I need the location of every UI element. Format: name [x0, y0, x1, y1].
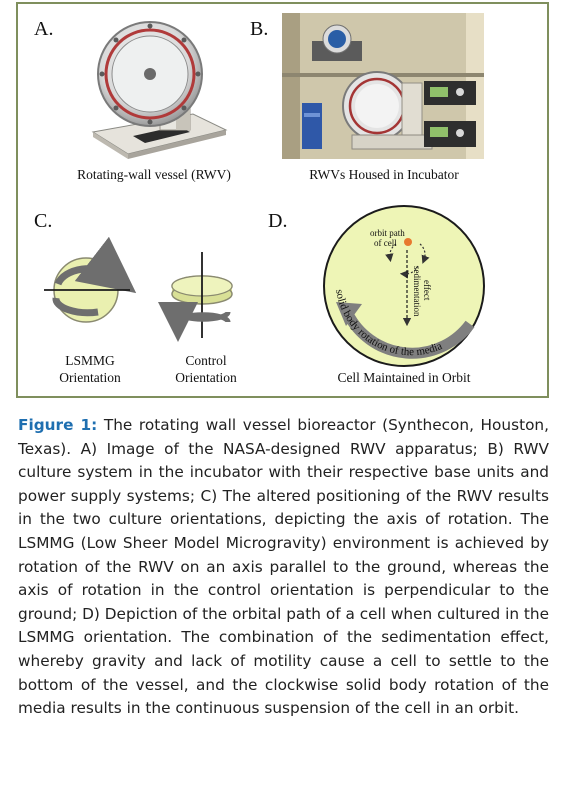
panel-d-caption: Cell Maintained in Orbit — [337, 370, 471, 385]
orbit-path-label: orbit path — [370, 228, 405, 238]
lsmmg-label: LSMMG Orientation — [59, 353, 121, 385]
sedimentation-effect-label: effect — [422, 280, 432, 301]
figure-caption-text: The rotating wall vessel bioreactor (Syn… — [18, 416, 549, 718]
panel-a-caption: Rotating-wall vessel (RWV) — [77, 167, 231, 182]
panel-c-diagram — [44, 236, 233, 342]
panel-b-caption: RWVs Housed in Incubator — [309, 167, 459, 182]
rotation-arrow — [343, 311, 475, 359]
panel-d-letter: D. — [268, 210, 288, 232]
rwv-photo — [78, 14, 228, 160]
orbit-cell-label: of cell — [374, 238, 397, 248]
panel-d-diagram: orbit path of cell sedimentation effect … — [323, 205, 485, 367]
panel-c-letter: C. — [34, 210, 53, 232]
cell-icon — [404, 238, 412, 246]
orbit-vessel-icon — [323, 205, 485, 367]
panel-a-letter: A. — [34, 18, 54, 40]
figure-label: Figure 1: — [18, 416, 98, 434]
panel-b-letter: B. — [250, 18, 269, 40]
control-label: Control Orientation — [175, 353, 237, 385]
sedimentation-label: sedimentation — [412, 266, 422, 317]
incubator-photo — [282, 13, 484, 159]
figure-panel: A. — [16, 2, 549, 398]
figure-caption: Figure 1: The rotating wall vessel biore… — [18, 414, 549, 721]
